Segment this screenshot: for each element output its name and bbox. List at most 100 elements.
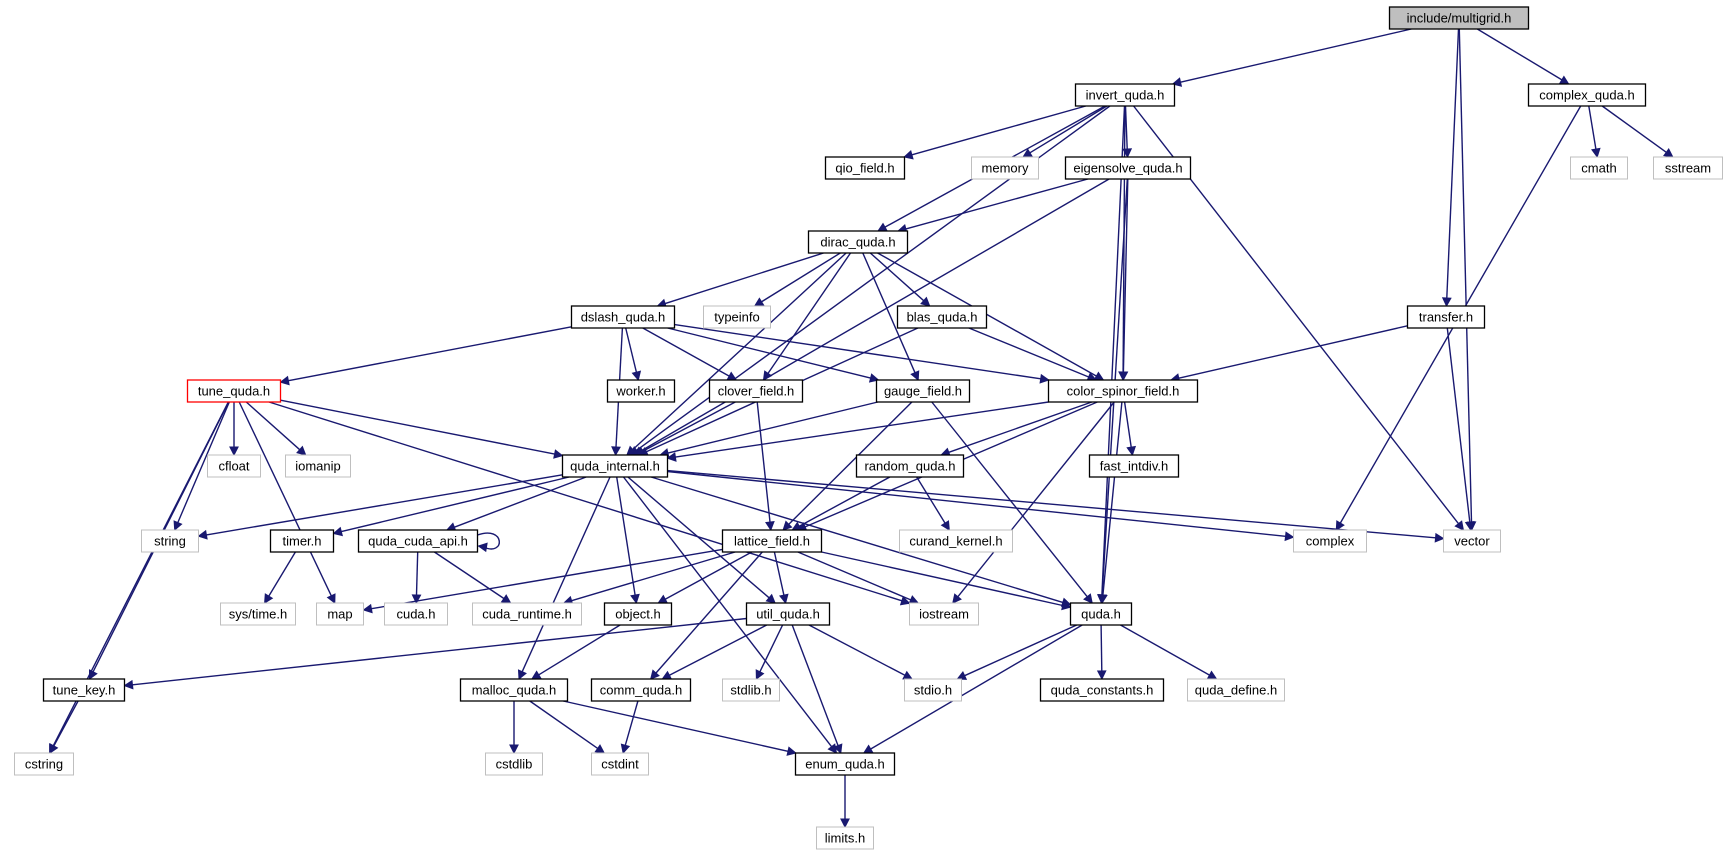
edge-line <box>797 551 911 601</box>
edge-comm_quda-to-cstdint <box>620 700 639 755</box>
edge-line <box>624 700 639 746</box>
edge-dirac_quda-to-clover_field <box>762 252 852 381</box>
edge-line <box>625 327 638 373</box>
edge-clover_field-to-lattice_field <box>756 401 775 532</box>
edge-arrowhead <box>477 542 488 553</box>
node-label: curand_kernel.h <box>909 534 1002 549</box>
node-qio-field[interactable]: qio_field.h <box>824 156 906 180</box>
node-quda[interactable]: quda.h <box>1069 602 1133 626</box>
edge-line <box>667 469 1436 539</box>
edge-gauge_field-to-quda <box>931 401 1093 604</box>
node-dslash-quda[interactable]: dslash_quda.h <box>570 305 676 329</box>
node-tune-key[interactable]: tune_key.h <box>42 678 126 702</box>
node-dirac-quda[interactable]: dirac_quda.h <box>807 230 909 254</box>
edge-line <box>869 252 925 302</box>
node-box <box>1047 379 1199 403</box>
edge-arrowhead <box>649 669 660 680</box>
node-box <box>722 678 780 702</box>
node-blas-quda[interactable]: blas_quda.h <box>896 305 988 329</box>
node-color-spinor-field[interactable]: color_spinor_field.h <box>1047 379 1199 403</box>
node-label: iomanip <box>295 459 341 474</box>
node-malloc-quda[interactable]: malloc_quda.h <box>459 678 569 702</box>
node-comm-quda[interactable]: comm_quda.h <box>590 678 692 702</box>
edge-arrowhead <box>49 743 59 754</box>
node-label: object.h <box>615 607 661 622</box>
node-label: cstdint <box>601 757 639 772</box>
edge-arrowhead <box>726 371 738 381</box>
edge-eigensolve_quda-to-color_spinor_field <box>1118 178 1129 382</box>
edge-line <box>1446 28 1460 299</box>
node-box <box>42 678 126 702</box>
edge-dslash_quda-to-tune_quda <box>279 326 572 386</box>
node-box <box>570 305 676 329</box>
node-box <box>816 826 874 850</box>
edge-arrowhead <box>123 679 134 690</box>
edge-tune_quda-to-cfloat <box>229 402 239 457</box>
node-box <box>1388 6 1530 30</box>
node-label: quda_constants.h <box>1051 683 1154 698</box>
node-label: complex_quda.h <box>1539 88 1634 103</box>
edge-line <box>761 252 841 303</box>
node-quda-internal[interactable]: quda_internal.h <box>561 454 669 478</box>
edge-line <box>521 476 611 672</box>
edge-line <box>1601 105 1667 153</box>
edge-dslash_quda-to-worker <box>625 327 642 382</box>
node-multigrid[interactable]: include/multigrid.h <box>1388 6 1530 30</box>
edge-quda_cuda_api-to-quda_cuda_api <box>477 532 500 553</box>
edge-line <box>529 700 599 749</box>
edge-line <box>664 551 753 600</box>
node-box <box>1069 602 1133 626</box>
node-quda-constants[interactable]: quda_constants.h <box>1039 678 1165 702</box>
node-label: quda.h <box>1081 607 1121 622</box>
edge-line <box>288 326 572 382</box>
edge-complex_quda-to-cmath <box>1588 105 1601 159</box>
edge-dslash_quda-to-clover_field <box>642 327 738 381</box>
node-lattice-field[interactable]: lattice_field.h <box>721 529 823 553</box>
node-label: cmath <box>1581 161 1616 176</box>
edge-arrowhead <box>1663 148 1674 158</box>
node-worker[interactable]: worker.h <box>606 379 676 403</box>
edge-arrowhead <box>631 370 642 382</box>
node-box <box>909 602 979 626</box>
node-timer[interactable]: timer.h <box>269 529 335 553</box>
node-label: util_quda.h <box>756 607 820 622</box>
edge-arrowhead <box>1464 521 1475 532</box>
edge-quda-to-stdio <box>956 624 1077 680</box>
node-clover-field[interactable]: clover_field.h <box>708 379 804 403</box>
node-invert-quda[interactable]: invert_quda.h <box>1074 83 1176 107</box>
node-complex-quda[interactable]: complex_quda.h <box>1527 83 1647 107</box>
edge-line <box>655 551 763 674</box>
node-box <box>459 678 569 702</box>
edge-quda_internal-to-vector <box>667 469 1445 543</box>
node-box <box>1064 156 1192 180</box>
node-enum-quda[interactable]: enum_quda.h <box>794 752 896 776</box>
edge-arrowhead <box>762 370 773 381</box>
node-map: map <box>316 602 364 626</box>
node-quda-cuda-api[interactable]: quda_cuda_api.h <box>357 529 479 553</box>
node-box <box>745 602 831 626</box>
node-gauge-field[interactable]: gauge_field.h <box>875 379 971 403</box>
edge-line <box>563 700 789 752</box>
node-random-quda[interactable]: random_quda.h <box>855 454 965 478</box>
edge-arrowhead <box>1096 670 1107 681</box>
node-systime: sys/time.h <box>220 602 296 626</box>
node-object[interactable]: object.h <box>603 602 673 626</box>
node-box <box>1088 454 1180 478</box>
edge-util_quda-to-stdlib <box>755 624 784 680</box>
node-tune-quda[interactable]: tune_quda.h <box>186 379 282 403</box>
node-fast-intdiv[interactable]: fast_intdiv.h <box>1088 454 1180 478</box>
edge-arrowhead <box>279 375 290 386</box>
node-box <box>794 752 896 776</box>
node-box <box>472 602 582 626</box>
edge-arrowhead <box>1098 594 1108 605</box>
edge-line <box>1120 624 1210 676</box>
node-typeinfo: typeinfo <box>703 305 771 329</box>
node-eigensolve-quda[interactable]: eigensolve_quda.h <box>1064 156 1192 180</box>
edge-line <box>756 401 771 523</box>
edge-arrowhead <box>791 521 803 531</box>
node-util-quda[interactable]: util_quda.h <box>745 602 831 626</box>
node-transfer[interactable]: transfer.h <box>1406 305 1486 329</box>
edge-quda_internal-to-complex <box>667 470 1295 542</box>
edge-lattice_field-to-object <box>657 551 753 604</box>
edge-line <box>674 323 1041 380</box>
